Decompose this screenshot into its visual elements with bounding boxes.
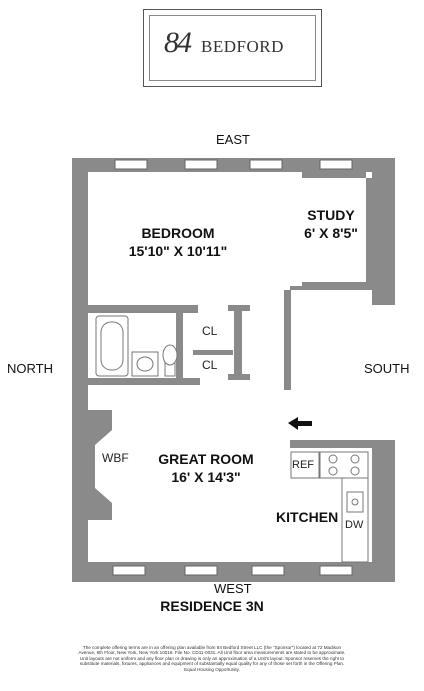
refrigerator [290,451,320,479]
closet-1-label: CL [202,324,218,338]
great-room-dims: 16' X 14'3" [171,469,241,485]
bath-bottom-wall [88,378,200,385]
building-logo: 84 BEDFORD [143,9,322,87]
sink-drain [351,498,359,506]
study-dims: 6' X 8'5" [304,225,358,241]
west-wall [72,562,395,582]
logo-inner-frame [149,15,316,81]
window-east-3 [249,159,283,170]
compass-north: NORTH [7,361,53,376]
ref-label: REF [292,459,314,471]
window-west-1 [112,565,146,576]
study-name: STUDY [307,207,355,223]
logo-number: 84 [164,26,192,59]
north-wall-bump [72,390,88,402]
sink-basin [136,356,154,372]
bathtub-basin [100,321,124,371]
wbf-label: WBF [102,451,129,465]
bath-side-wall [176,313,183,378]
bedroom-label: BEDROOM 15'10" X 10'11" [118,224,238,260]
bath-top-wall [88,305,198,313]
window-west-4 [319,565,353,576]
logo-name: BEDFORD [201,37,284,56]
burner-4 [350,466,360,476]
north-wall-upper [72,158,88,390]
closet-bottom-wall [228,374,250,380]
burner-3 [328,466,338,476]
toilet-bowl [162,344,178,366]
kitchen-label: KITCHEN [276,509,339,525]
great-room-label: GREAT ROOM 16' X 14'3" [146,450,266,486]
partition-wall [284,290,291,390]
residence-title: RESIDENCE 3N [160,598,264,614]
compass-south: SOUTH [364,361,410,376]
south-wall-upper [372,158,395,305]
closet-2-label: CL [202,358,218,372]
bedroom-name: BEDROOM [141,225,215,241]
window-east-1 [114,159,148,170]
window-west-3 [251,565,285,576]
window-east-4 [319,159,353,170]
cooktop [319,451,369,479]
burner-2 [350,454,360,464]
kitchen-wall [290,440,390,448]
burner-1 [328,454,338,464]
wbf-chimney [72,410,112,520]
entry-arrow-icon [288,417,312,430]
window-west-2 [184,565,218,576]
closet-divider [193,350,233,355]
great-room-name: GREAT ROOM [158,451,254,467]
dw-label: DW [345,519,364,531]
south-wall-lower [372,440,395,582]
closet-wall [234,305,242,380]
bedroom-dims: 15'10" X 10'11" [128,243,228,259]
compass-east: EAST [216,132,250,147]
window-east-2 [184,159,218,170]
disclaimer-text: The complete offering terms are in an of… [78,645,346,672]
compass-west: WEST [214,581,252,596]
study-label: STUDY 6' X 8'5" [300,206,362,242]
east-wall [72,158,395,172]
